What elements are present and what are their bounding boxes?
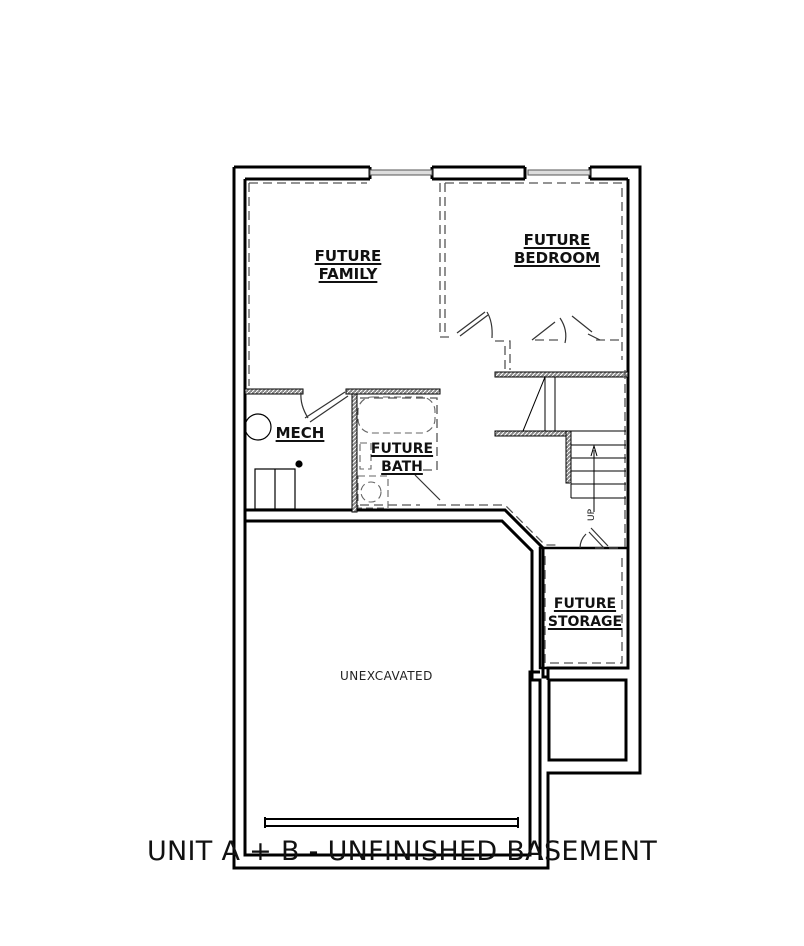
window-well [547,678,628,762]
unexcavated-label: UNEXCAVATED [340,669,433,683]
room-label-family: FUTURE FAMILY [314,247,382,283]
door-swings [300,311,609,549]
storage-wall [538,546,630,670]
room-label-bedroom: FUTURE BEDROOM [513,231,601,267]
interior-walls [244,371,629,513]
vanity [359,442,372,470]
unexcavated-walls [243,508,548,860]
bathtub [357,396,436,434]
mech-fixtures [244,413,303,510]
water-heater [244,413,272,441]
room-label-bath: FUTURE BATH [370,441,434,475]
staircase [522,376,626,512]
stairs-up-label: UP [587,508,598,522]
dashed-partitions [248,182,626,664]
windows [369,169,591,176]
exterior-walls [232,165,642,870]
bottom-opening [264,817,519,828]
room-label-storage: FUTURE STORAGE [547,596,623,630]
toilet-area [357,475,389,509]
room-label-mech: MECH [275,424,325,442]
plan-title: UNIT A + B - UNFINISHED BASEMENT [146,836,657,867]
bath-fixtures [357,396,436,509]
